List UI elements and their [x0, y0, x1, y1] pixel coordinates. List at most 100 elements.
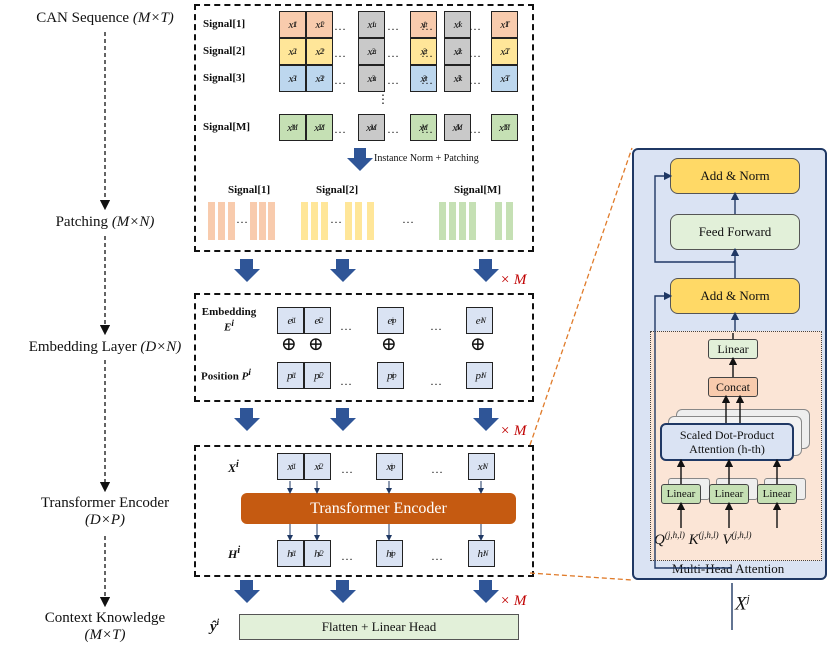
h-label: Hi — [228, 545, 241, 561]
qkv-labels: Q(j,h,l) K(j,h,l) V(j,h,l) — [654, 530, 752, 548]
times-m-3: × M — [500, 593, 527, 609]
plus-icon: ⊕ — [470, 334, 486, 355]
can-signal-label: Signal[3] — [203, 72, 246, 84]
row-ellipsis: … — [334, 73, 347, 87]
patch-signal-label: Signal[1] — [228, 184, 271, 196]
row-ellipsis: … — [334, 122, 347, 136]
transformer-encoder-box: Transformer Encoder — [241, 493, 516, 524]
patch-ellipsis: … — [330, 212, 343, 226]
embed-ellipsis: … — [340, 319, 353, 333]
times-m-2: × M — [500, 423, 527, 439]
patch-bar — [495, 202, 502, 240]
row-ellipsis: … — [387, 19, 400, 33]
patch-bar — [321, 202, 328, 240]
patch-bar — [449, 202, 456, 240]
input-xj: Xj — [735, 593, 750, 615]
patch-bar — [250, 202, 257, 240]
stage-transformer-encoder: Transformer Encoder (D×P) — [40, 495, 170, 528]
stage-context-knowledge: Context Knowledge (M×T) — [44, 610, 166, 643]
row-ellipsis: … — [334, 46, 347, 60]
stage-embedding-layer: Embedding Layer (D×N) — [28, 339, 182, 355]
row-ellipsis: … — [469, 19, 482, 33]
vertical-ellipsis: ⋮ — [377, 92, 390, 106]
embedding-frame — [194, 293, 534, 402]
can-signal-label: Signal[1] — [203, 18, 246, 30]
blue-arrows — [234, 148, 499, 603]
row-ellipsis: … — [387, 46, 400, 60]
embed-ellipsis: … — [430, 374, 443, 388]
position-label: Position Pi — [201, 367, 251, 383]
enc-ellipsis: … — [431, 462, 444, 476]
enc-ellipsis: … — [431, 549, 444, 563]
embedding-label: Embedding Ei — [201, 306, 257, 334]
patch-bar — [506, 202, 513, 240]
can-signal-label: Signal[2] — [203, 45, 246, 57]
patch-ellipsis: … — [402, 212, 415, 226]
patch-signal-label: Signal[2] — [316, 184, 359, 196]
patch-bar — [268, 202, 275, 240]
patch-bar — [367, 202, 374, 240]
patch-bar — [355, 202, 362, 240]
enc-ellipsis: … — [341, 462, 354, 476]
instance-norm-label: Instance Norm + Patching — [374, 153, 479, 164]
row-ellipsis: … — [421, 19, 434, 33]
add-norm-top: Add & Norm — [670, 158, 800, 194]
patch-bar — [469, 202, 476, 240]
row-ellipsis: … — [469, 46, 482, 60]
row-ellipsis: … — [469, 122, 482, 136]
feed-forward-box: Feed Forward — [670, 214, 800, 250]
can-sequence-frame — [194, 4, 534, 252]
row-ellipsis: … — [334, 19, 347, 33]
patch-bar — [218, 202, 225, 240]
stage-flow-arrows — [99, 32, 111, 608]
row-ellipsis: … — [387, 122, 400, 136]
enc-ellipsis: … — [341, 549, 354, 563]
linear-head-box: Flatten + Linear Head — [239, 614, 519, 640]
plus-icon: ⊕ — [381, 334, 397, 355]
stage-can-sequence: CAN Sequence (M×T) — [36, 10, 174, 26]
encoder-arrows — [287, 481, 484, 541]
patch-bar — [259, 202, 266, 240]
patch-bar — [439, 202, 446, 240]
patch-bar — [301, 202, 308, 240]
row-ellipsis: … — [421, 73, 434, 87]
stage-patching: Patching (M×N) — [55, 214, 155, 230]
y-hat-label: ŷi — [210, 617, 220, 635]
row-ellipsis: … — [421, 122, 434, 136]
embed-ellipsis: … — [340, 374, 353, 388]
patch-signal-label: Signal[M] — [454, 184, 502, 196]
linear-v-box: Linear — [757, 484, 797, 504]
row-ellipsis: … — [421, 46, 434, 60]
x-label: Xi — [228, 459, 239, 475]
